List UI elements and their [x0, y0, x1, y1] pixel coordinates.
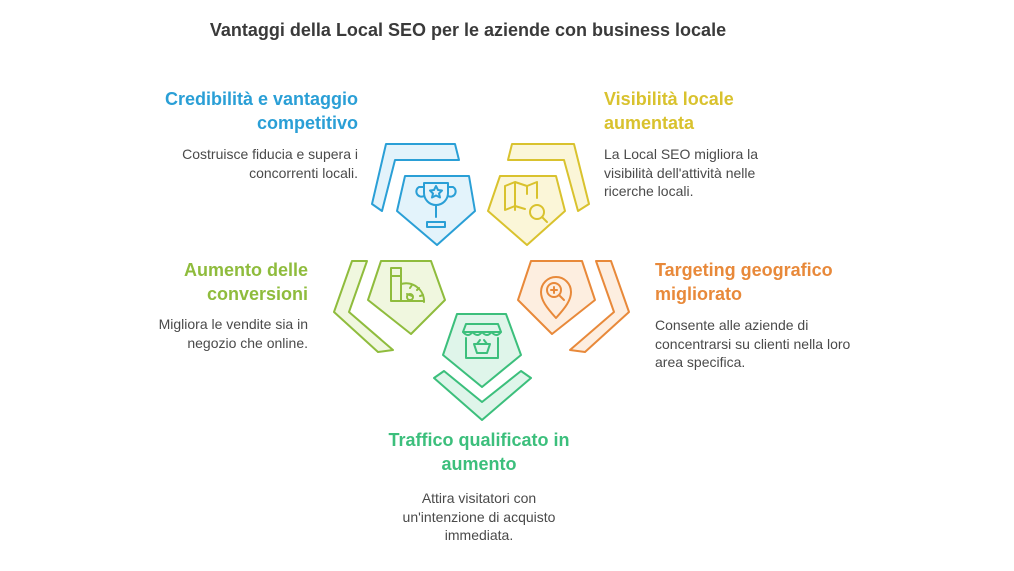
- visibility-chevron: [507, 143, 590, 212]
- visibility-heading: Visibilità locale aumentata: [604, 87, 844, 135]
- visibility-desc-line2: visibilità dell'attività nelle: [604, 164, 756, 181]
- location-zoom-icon: [540, 276, 572, 319]
- credibility-heading-line1: Credibilità e vantaggio: [164, 89, 358, 109]
- diagram-title: Vantaggi della Local SEO per le aziende …: [209, 20, 727, 40]
- conversions-heading: Aumento delle conversioni: [100, 258, 308, 306]
- conversions-segment: [333, 260, 446, 353]
- targeting-heading-line1: Targeting geografico: [655, 260, 833, 280]
- targeting-chevron: [569, 260, 630, 353]
- traffic-desc-line1: Attira visitatori con: [421, 490, 537, 506]
- traffic-heading: Traffico qualificato in aumento: [349, 428, 609, 476]
- gauge-icon: [390, 267, 426, 303]
- visibility-heading-line2: aumentata: [604, 113, 695, 133]
- traffic-segment: [433, 313, 532, 421]
- conversions-desc-line1: Migliora le vendite sia in: [158, 316, 308, 332]
- conversions-heading-line1: Aumento delle: [183, 260, 308, 280]
- conversions-description: Migliora le vendite sia in negozio che o…: [100, 315, 308, 352]
- targeting-heading-line2: migliorato: [655, 284, 743, 304]
- map-search-icon: [504, 181, 548, 223]
- traffic-desc-line3: immediata.: [444, 527, 514, 543]
- visibility-pentagon: [487, 175, 566, 246]
- conversions-desc-line2: negozio che online.: [187, 334, 308, 351]
- credibility-description: Costruisce fiducia e supera i concorrent…: [120, 145, 358, 182]
- conversions-chevron: [333, 260, 394, 353]
- targeting-description: Consente alle aziende di concentrarsi su…: [655, 316, 915, 372]
- credibility-desc-line1: Costruisce fiducia e supera i: [182, 146, 358, 162]
- visibility-segment: [487, 143, 590, 246]
- traffic-desc-line2: un'intenzione di acquisto: [402, 508, 556, 525]
- trophy-icon: [415, 182, 457, 228]
- visibility-desc-line3: ricerche locali.: [604, 183, 694, 199]
- targeting-heading: Targeting geografico migliorato: [655, 258, 915, 306]
- targeting-desc-line1: Consente alle aziende di: [655, 317, 809, 333]
- traffic-description: Attira visitatori con un'intenzione di a…: [349, 489, 609, 545]
- targeting-segment: [517, 260, 630, 353]
- traffic-heading-line2: aumento: [441, 454, 517, 474]
- targeting-desc-line3: area specifica.: [655, 354, 746, 370]
- visibility-desc-line1: La Local SEO migliora la: [604, 146, 759, 162]
- credibility-segment: [371, 143, 476, 246]
- targeting-desc-line2: concentrarsi su clienti nella loro: [655, 335, 851, 352]
- credibility-heading-line2: competitivo: [256, 113, 358, 133]
- conversions-heading-line2: conversioni: [206, 284, 308, 304]
- visibility-description: La Local SEO migliora la visibilità dell…: [604, 145, 844, 201]
- visibility-heading-line1: Visibilità locale: [604, 89, 734, 109]
- credibility-chevron: [371, 143, 460, 212]
- traffic-chevron: [433, 370, 532, 421]
- traffic-heading-line1: Traffico qualificato in: [388, 430, 570, 450]
- credibility-desc-line2: concorrenti locali.: [249, 164, 358, 181]
- shop-basket-icon: [462, 323, 502, 359]
- credibility-heading: Credibilità e vantaggio competitivo: [120, 87, 358, 135]
